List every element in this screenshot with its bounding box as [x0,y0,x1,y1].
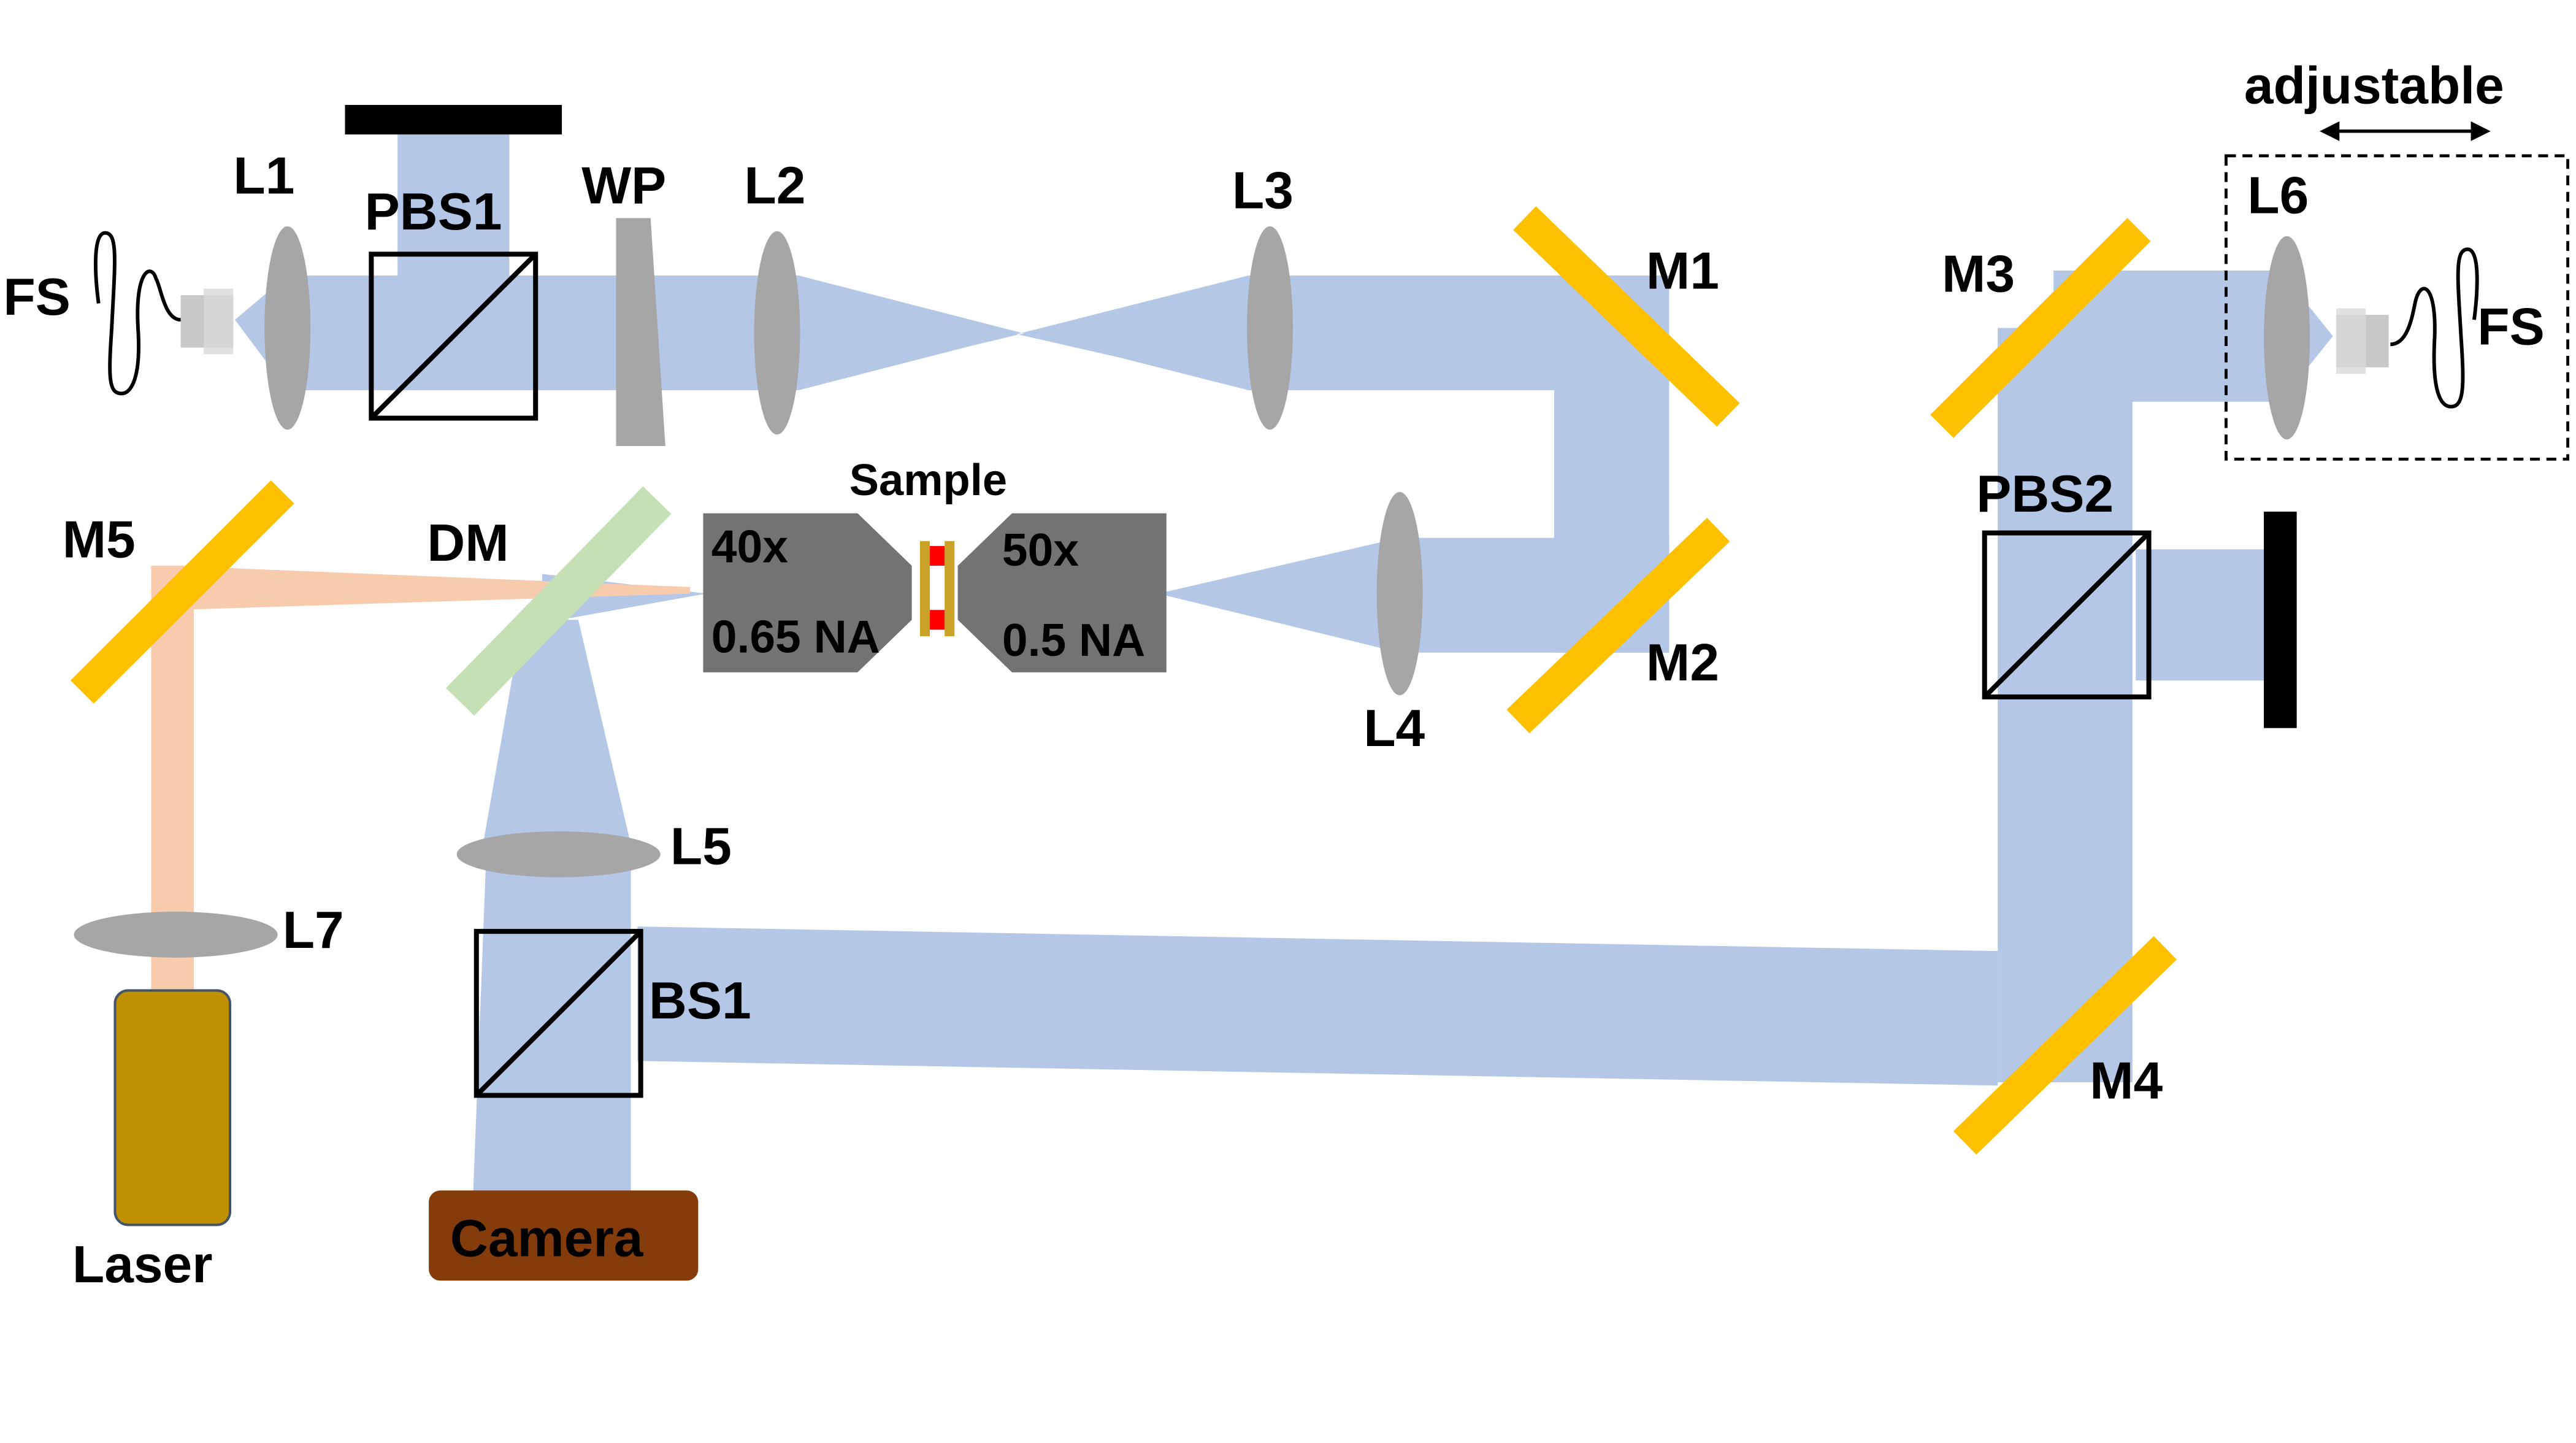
beam-pbs2-block [2136,549,2271,681]
labels: FS FS L1 PBS1 WP L2 L3 M1 M2 L4 M3 L6 PB… [3,56,2544,1294]
label-l2: L2 [744,156,805,215]
sample-holder [920,541,955,637]
bs1-diagonal [474,929,643,1098]
label-m3: M3 [1942,245,2015,304]
mirror-m4 [1953,936,2177,1155]
label-objective-right-mag: 50x [1002,524,1079,575]
label-bs1: BS1 [649,971,751,1030]
laser-body [113,989,232,1226]
label-l3: L3 [1232,161,1294,220]
label-pbs2: PBS2 [1976,464,2114,523]
beam-telescope-l2-cone [798,275,1022,391]
adjustable-box [2225,154,2570,461]
camera-body [429,1190,699,1281]
adjustable-arrow-head-right [2471,121,2491,141]
label-camera: Camera [450,1209,644,1268]
pbs2-diagonal [1982,531,2151,699]
fiber-cable-right [2390,247,2479,409]
label-l5: L5 [670,817,732,876]
mirror-m2 [1506,518,1730,734]
beam-block-right [2264,511,2297,728]
label-adjustable: adjustable [2244,56,2504,115]
beam-telescope-gap-top [798,272,1249,335]
lens-l7 [74,912,278,958]
mirror-m5 [70,480,294,704]
adjustable-arrow-head-left [2320,121,2340,141]
label-objective-left-na: 0.65 NA [711,611,880,663]
sample-frame-right [945,541,955,637]
pbs1-cube [369,252,539,421]
beams [235,128,2333,1194]
fiber-connector-left-inner [204,288,234,355]
mirror-m3 [1930,218,2151,438]
objective-right [957,513,1167,672]
lens-l2 [754,231,800,435]
pbs1-body [369,252,539,421]
label-l1: L1 [233,146,294,205]
label-fs-left: FS [3,267,71,326]
sample-red-bottom [930,610,945,630]
beam-m4-m3 [1998,328,2133,1083]
pbs1-diagonal [369,252,538,420]
label-dm: DM [427,514,508,572]
beam-dm-l5 [483,620,631,845]
lens-l6 [2264,236,2310,440]
bs1-cube [473,929,643,1098]
label-m5: M5 [63,510,136,569]
fiber-left [94,231,234,396]
label-fs-right: FS [2477,297,2545,356]
sample-red-top [930,546,945,566]
label-objective-left-mag: 40x [711,521,788,572]
pbs2-body [1982,530,2152,699]
label-m2: M2 [1646,633,1719,692]
label-l6: L6 [2247,166,2309,225]
bs1-body [473,929,643,1098]
dichroic-mirror [445,486,672,716]
objective-left [703,513,912,672]
fiber-connector-right-inner [2336,308,2366,374]
beam-block-top [345,105,562,135]
sample-frame-left [920,541,930,637]
lens-l4 [1376,491,1423,696]
beam-telescope-l3-cone [1022,275,1249,391]
label-pbs1: PBS1 [365,182,502,241]
fiber-cable-left [94,231,182,396]
lens-l5 [456,831,661,877]
mirror-m1 [1513,206,1740,427]
lens-l3 [1247,226,1294,430]
beam-l4-cone [1158,537,1400,653]
wave-plate [616,218,665,446]
fiber-right [2336,247,2479,409]
adjustable-arrow [2320,121,2491,141]
label-sample: Sample [849,456,1007,505]
beam-telescope-gap-bottom [798,334,1249,394]
label-m1: M1 [1646,241,1719,300]
laser-beam-horizontal [172,566,690,610]
label-laser: Laser [72,1235,213,1294]
label-l4: L4 [1363,699,1425,758]
lens-l1 [264,226,311,430]
label-m4: M4 [2090,1052,2163,1110]
beam-bs1-m4 [637,926,1998,1086]
label-objective-right-na: 0.5 NA [1002,614,1145,666]
pbs2-cube [1982,530,2152,699]
label-l7: L7 [283,901,344,960]
label-wp: WP [581,156,666,215]
